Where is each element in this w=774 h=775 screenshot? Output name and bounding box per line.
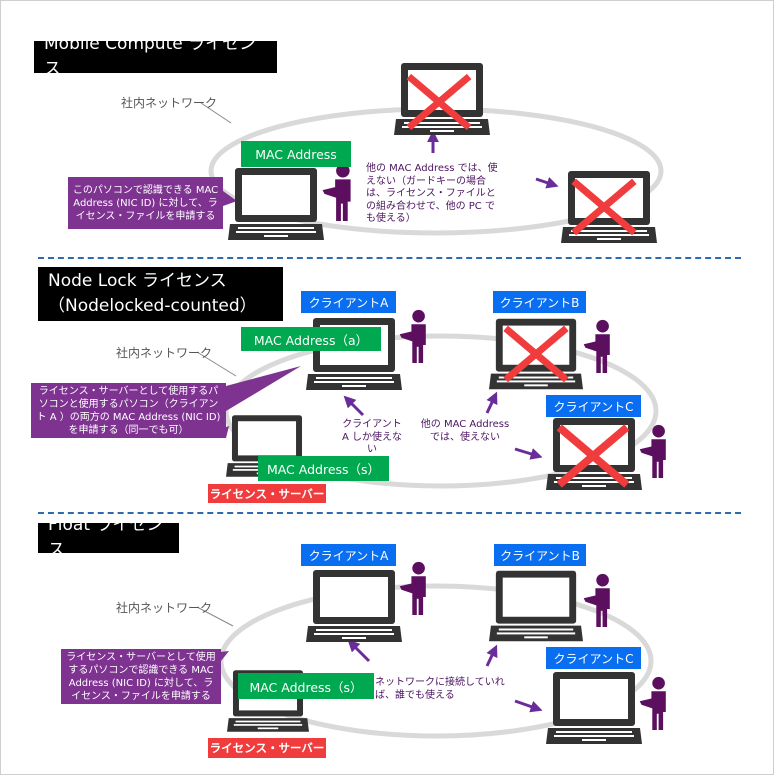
person-icon	[322, 163, 351, 221]
mac-address-s-label: MAC Address（s）	[238, 673, 374, 699]
client-c-label: クライアントC	[546, 647, 641, 669]
person-icon	[583, 319, 610, 373]
note-client-a-only: クライアント A しか使えない	[341, 419, 403, 455]
network-label: 社内ネットワーク	[116, 346, 213, 360]
network-label-leader-1	[200, 102, 232, 124]
arrow-client-a-3	[347, 639, 371, 663]
note-other-mac: 他の MAC Address では、使えない（ガードキーの場合は、ライセンス・フ…	[366, 163, 498, 224]
arrow-client-c-3	[514, 699, 543, 713]
arrow-client-b-3	[485, 644, 498, 667]
arrow-client-c-2	[514, 447, 543, 460]
arrow-client-a-2	[343, 395, 365, 417]
network-label-leader-2	[196, 351, 237, 377]
laptop-icon	[306, 570, 402, 642]
laptop-icon	[489, 570, 583, 642]
person-icon	[399, 561, 426, 615]
client-b-label: クライアントB	[494, 544, 586, 566]
section-title-mobile-compute: Mobile Compute ライセンス	[34, 34, 277, 79]
license-server-label: ライセンス・サーバー	[208, 738, 326, 758]
network-label: 社内ネットワーク	[116, 601, 213, 615]
callout-mobile-compute: このパソコンで認識できる MAC Address (NIC ID) に対して、ラ…	[68, 177, 223, 229]
section-title-float: Float ライセンス	[38, 515, 179, 560]
arrow-right-1	[535, 177, 559, 189]
section-divider	[38, 512, 741, 514]
client-a-label: クライアントA	[301, 291, 396, 313]
person-icon	[583, 573, 610, 627]
section-divider	[38, 257, 741, 259]
client-a-label: クライアントA	[301, 544, 396, 566]
client-b-label: クライアントB	[493, 291, 586, 313]
laptop-icon	[228, 168, 324, 240]
callout-tail-2	[226, 366, 301, 411]
note-other-mac: 他の MAC Address では、使えない	[420, 419, 510, 443]
laptop-icon	[546, 672, 642, 744]
callout-tail-1	[223, 191, 237, 206]
license-server-label: ライセンス・サーバー	[208, 484, 326, 503]
arrow-client-b-2	[485, 391, 498, 414]
client-c-label: クライアントC	[546, 395, 641, 417]
network-label: 社内ネットワーク	[121, 96, 218, 110]
callout-float: ライセンス・サーバーとして使用するパソコンで認識できる MAC Address …	[61, 649, 221, 704]
mac-address-s-label: MAC Address（s）	[258, 456, 389, 481]
section-title-node-lock: Node Lock ライセンス （Nodelocked-counted）	[38, 267, 283, 321]
title-line-1: Node Lock ライセンス	[48, 271, 227, 291]
note-anyone-on-network: ネットワークに接続していれば、誰でも使える	[375, 677, 505, 701]
person-icon	[639, 676, 666, 730]
callout-node-lock: ライセンス・サーバーとして使用するパソコンと使用するパソコン（クライアント A …	[31, 383, 226, 438]
mac-address-a-label: MAC Address（a）	[241, 327, 381, 351]
title-line-2: （Nodelocked-counted）	[48, 296, 257, 316]
person-icon	[399, 309, 426, 363]
network-label-leader-3	[196, 606, 234, 627]
mac-address-label: MAC Address	[241, 141, 351, 167]
